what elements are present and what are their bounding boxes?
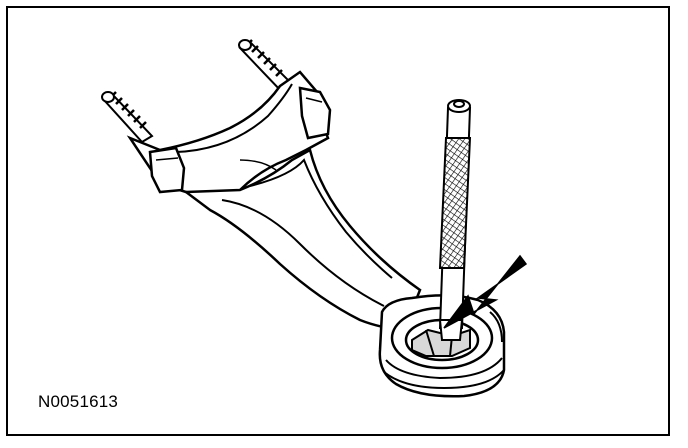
right-bolt bbox=[238, 39, 294, 94]
rod-beam bbox=[182, 148, 422, 332]
left-bolt bbox=[101, 91, 154, 144]
indicator-arrow bbox=[443, 254, 528, 329]
rod-big-end bbox=[126, 70, 332, 202]
bushing-tool bbox=[438, 99, 472, 341]
figure-id-label: N0051613 bbox=[38, 392, 119, 411]
